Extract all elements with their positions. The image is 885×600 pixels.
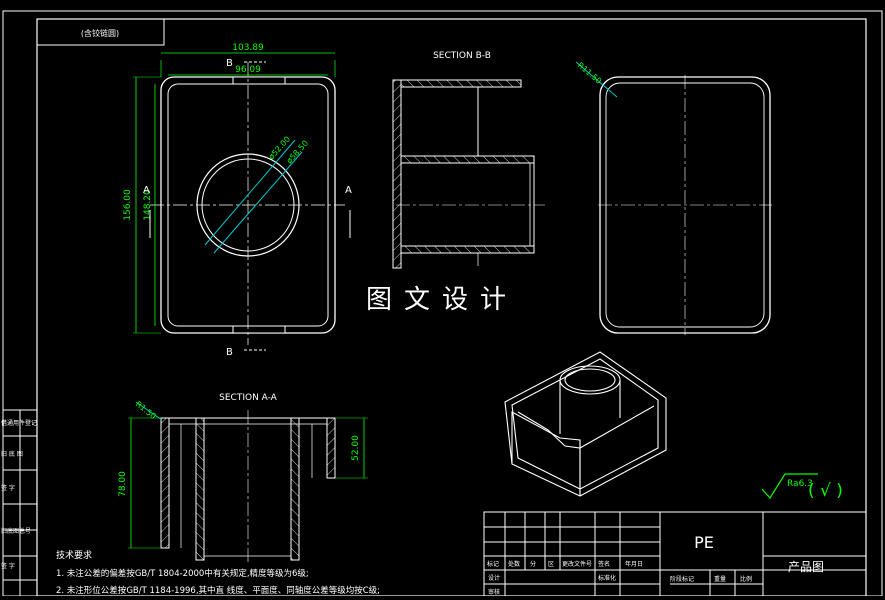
top-view: ø52.00 ø58.50 103.89 96.09 156.00 148.20…: [123, 43, 352, 358]
tech-req-item: 1. 未注公差的偏差按GB/T 1804-2000中有关规定,精度等级为6级;: [56, 568, 309, 579]
dim-inner-width: 96.09: [235, 65, 261, 75]
left-strip-label: 底 图: [1, 544, 2, 546]
title-block-material: PE: [694, 533, 714, 552]
title-block-header: 处数: [508, 560, 520, 568]
right-view-radius: R11.50: [576, 61, 604, 86]
dim-aa-height-right: 52.00: [351, 435, 361, 461]
title-block-header: 更改文件号: [562, 560, 592, 568]
tech-req-heading: 技术要求: [56, 549, 92, 561]
title-block-scale: 比例: [740, 575, 752, 583]
right-view: R11.50: [575, 61, 772, 335]
title-block-header: 年月日: [625, 560, 643, 568]
left-strip-label: 签 字: [1, 562, 15, 570]
roughness-symbol: Ra6.3 ( √ ): [761, 473, 843, 501]
title-block-header: 区: [548, 561, 554, 568]
title-block-header: 标记: [487, 560, 499, 568]
left-strip: 借通用件登记 旧 底 图 签 字 日 期 旧底图总号 底 图 签 字: [1, 409, 37, 596]
left-strip-label: 旧底图总号: [1, 527, 31, 535]
left-strip-label: 旧 底 图: [1, 450, 23, 458]
left-strip-label: 签 字: [1, 484, 15, 492]
title-block-stage: 阶段标记: [670, 575, 694, 583]
title-block-design: 设计: [488, 574, 500, 582]
dim-overall-height: 156.00: [123, 189, 133, 221]
left-strip-label: 借通用件登记: [1, 419, 37, 427]
cut-b-bottom: B: [226, 347, 233, 358]
dim-aa-height-left: 78.00: [118, 471, 128, 497]
left-strip-label: 日 期: [1, 494, 2, 496]
roughness-paren: ( √ ): [808, 481, 843, 501]
watermark-text: 图文设计: [366, 285, 519, 315]
dim-inner-height: 148.20: [143, 189, 153, 221]
title-block-header: 签名: [598, 560, 610, 568]
tech-requirements: 技术要求 1. 未注公差的偏差按GB/T 1804-2000中有关规定,精度等级…: [56, 549, 380, 596]
cut-a-right: A: [345, 185, 352, 196]
title-tag: (含铰链圆): [36, 18, 165, 46]
cut-b-top: B: [226, 58, 233, 69]
title-block-standardize: 标准化: [598, 574, 616, 582]
section-aa: SECTION A-A R1.50 78.00 52.00: [118, 393, 368, 565]
cut-a-left: A: [143, 185, 150, 196]
dim-overall-width: 103.89: [232, 43, 264, 53]
title-tag-text: (含铰链圆): [81, 28, 119, 38]
title-block: [483, 511, 867, 597]
section-aa-title: SECTION A-A: [219, 393, 278, 403]
tech-req-item: 2. 未注形位公差按GB/T 1184-1996,其中直 线度、平面度、同轴度公…: [56, 585, 380, 596]
title-block-product: 产品图: [788, 560, 824, 574]
section-bb: SECTION B-B: [392, 51, 545, 269]
isometric-view: [504, 351, 667, 497]
roughness-value: Ra6.3: [787, 479, 813, 489]
section-bb-title: SECTION B-B: [433, 51, 491, 61]
title-block-weight: 重量: [714, 575, 726, 583]
title-block-header: 分: [530, 560, 536, 568]
title-block-review: 审核: [488, 588, 500, 596]
